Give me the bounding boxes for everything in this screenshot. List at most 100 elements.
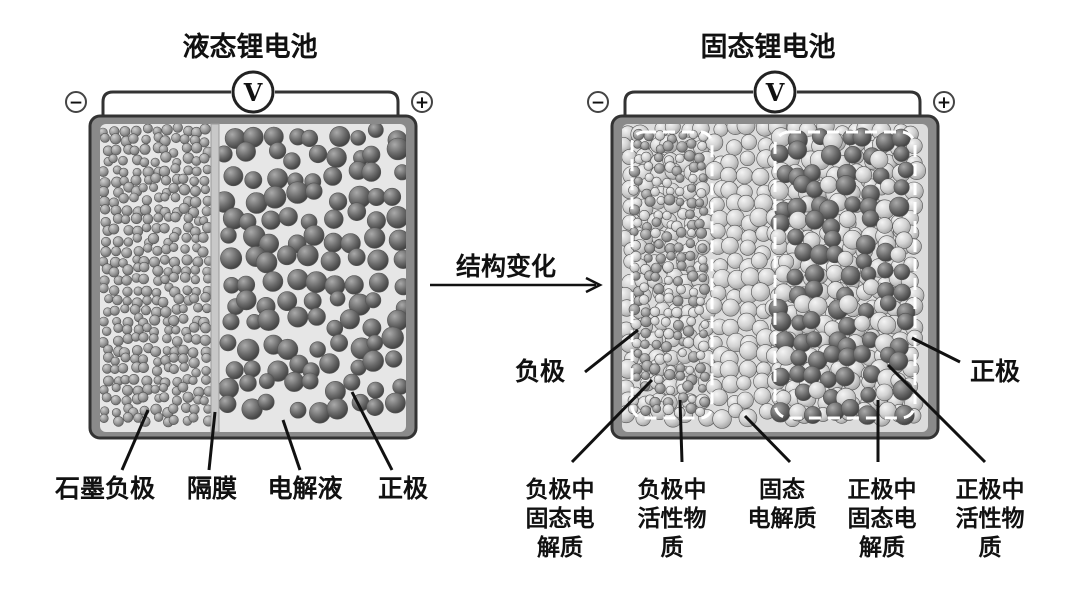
anode-particle [182,285,193,296]
cathode-particle [386,206,406,229]
label-line: 活性物 [638,505,707,532]
electrolyte-particle [712,409,732,429]
anode-particle [113,416,124,427]
anode-particle [664,369,676,381]
anode-particle [694,305,705,315]
anode-particle [150,172,161,184]
anode-particle [686,138,697,149]
anode-particle [178,313,189,324]
anode-particle [653,152,664,163]
cathode-particle [278,207,298,227]
cathode-particle [877,315,897,335]
cathode-particle [257,393,275,411]
label-line: 负极中 [526,477,595,503]
cathode-particle [802,365,821,384]
anode-particle [662,177,672,188]
label-line: 正极中 [848,477,917,503]
cathode-particle [284,371,305,392]
anode-particle [159,392,170,403]
anode-particle [673,330,683,341]
structure-change-arrow: 结构变化 [430,252,603,294]
anode-particle [202,164,213,175]
cathode-particle [255,251,278,274]
cathode-particle [876,217,893,234]
anode-particle [142,124,153,134]
anode-particle [141,134,151,145]
anode-particle [651,176,662,187]
arrow-head-icon [585,276,603,294]
label-line: 固态 [759,476,805,503]
cathode-particle [893,145,910,162]
anode-particle [191,166,202,177]
anode-particle [160,274,170,285]
cathode-particle [841,399,860,418]
anode-particle [110,144,122,156]
anode-particle [695,362,706,374]
anode-particle [673,319,684,331]
anode-particle [162,333,172,344]
anode-particle [188,412,199,423]
label-graphite-anode: 石墨负极 [54,474,155,503]
cathode-particle [301,372,319,390]
anode-particle [693,152,705,164]
anode-particle [108,266,120,278]
label-line: 固态电 [848,505,917,532]
anode-particle [129,145,140,156]
anode-particle [113,335,124,347]
anode-particle [201,374,212,385]
label-anode: 负极 [515,357,565,386]
cathode-particle [820,145,842,166]
label-line: 解质 [859,534,905,561]
anode-particle [170,192,181,203]
cathode-particle [769,181,789,201]
anode-particle [639,282,649,293]
anode-particle [651,339,662,350]
cathode-particle [897,161,915,179]
anode-particle [152,265,164,277]
solid-pointer-lines [570,328,987,464]
cathode-particle [258,373,275,390]
arrow-label: 结构变化 [456,252,556,281]
anode-particle [130,174,142,186]
anode-particle [663,308,673,318]
anode-particle [101,392,112,403]
anode-particle [201,352,212,363]
cathode-particle [218,395,237,414]
anode-particle [638,294,650,305]
cathode-particle [393,249,406,269]
electrolyte-particle [738,359,757,378]
anode-particle [187,347,199,359]
cathode-particle [366,398,384,417]
anode-particle [199,334,211,346]
anode-particle [650,227,661,239]
cathode-particle [236,289,257,311]
electrolyte-particle [736,391,754,409]
cathode-particle [365,292,382,309]
liquid-particles [100,124,406,428]
anode-particle [179,134,190,145]
anode-particle [122,384,134,396]
cathode-particle [802,311,821,330]
anode-particle [640,307,651,318]
label-line: 固态电 [526,505,595,532]
anode-particle [120,352,131,363]
anode-particle [152,245,163,256]
cathode-particle [330,334,349,352]
anode-particle [699,371,710,382]
cathode-particle [350,130,367,146]
anode-particle [201,366,211,376]
voltmeter-icon [753,70,797,114]
anode-particle [143,243,153,253]
cathode-particle [296,244,319,267]
electrolyte-particle [721,236,739,255]
anode-particle [633,139,643,149]
anode-particle [148,333,159,344]
anode-particle [700,320,710,329]
anode-particle [200,322,212,334]
anode-particle [650,187,660,197]
cathode-particle [877,262,894,279]
anode-particle [100,246,112,258]
cathode-particle [893,283,911,302]
cathode-particle [235,141,256,162]
cathode-particle [794,242,814,262]
